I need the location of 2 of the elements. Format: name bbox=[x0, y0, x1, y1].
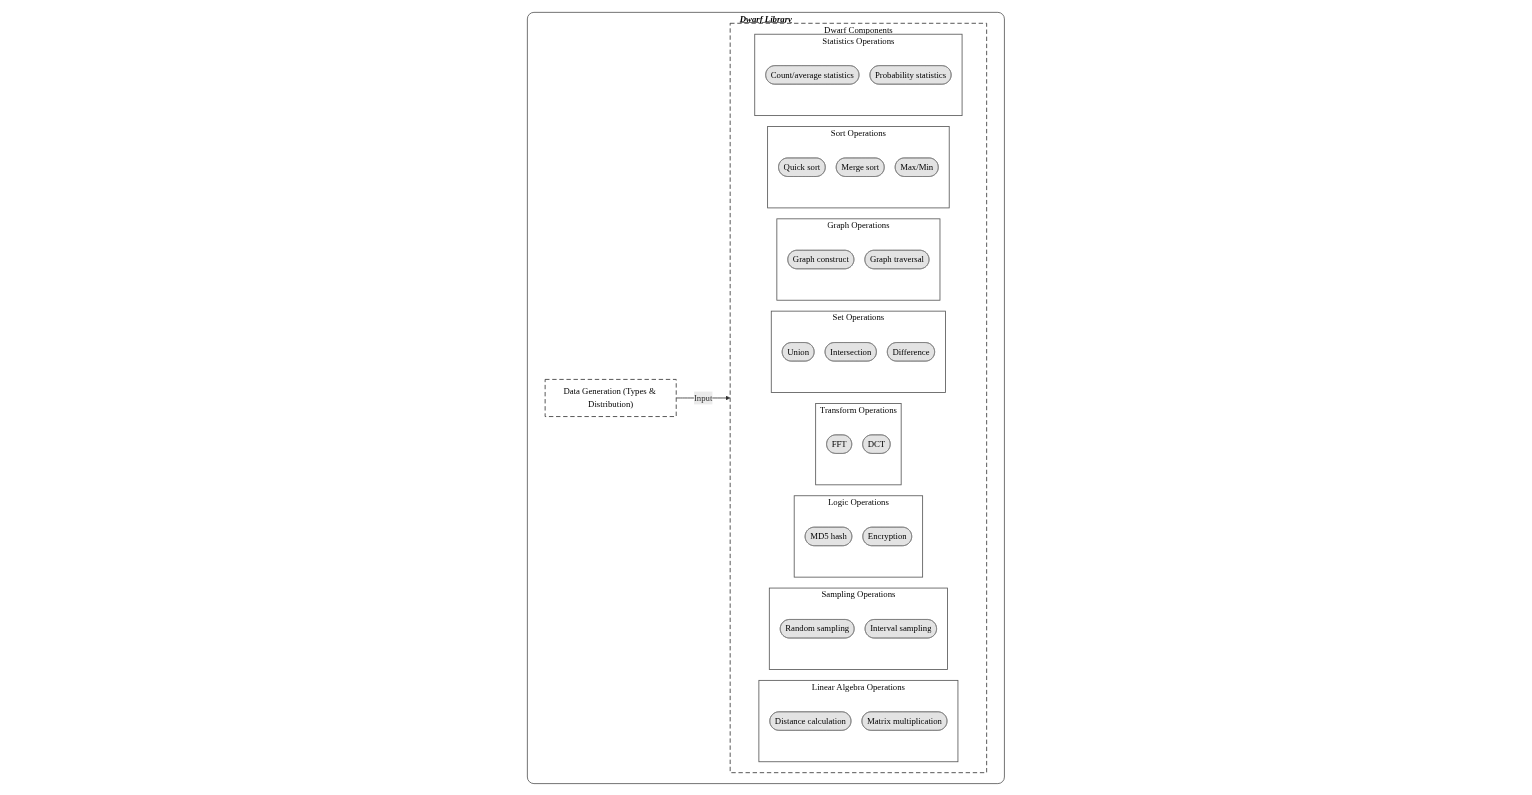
node-box: Data Generation (Types & Distribution) bbox=[544, 378, 677, 417]
edge-label: Input bbox=[694, 392, 713, 402]
